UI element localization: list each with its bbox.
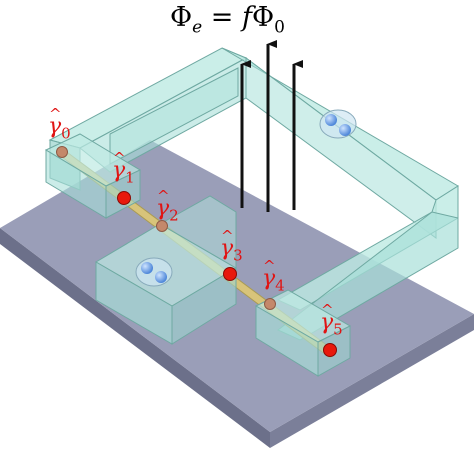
flux-arrows <box>240 40 303 212</box>
majorana-dot-4 <box>264 298 276 310</box>
flux-rhs-sub: 0 <box>274 17 285 38</box>
majorana-dot-5 <box>323 343 337 357</box>
majorana-dot-3 <box>223 267 237 281</box>
majorana-label-3-base: γ <box>220 229 234 260</box>
quantum-dot-pair-icon <box>319 109 357 139</box>
majorana-label-5-base: γ <box>320 303 334 334</box>
flux-lhs-symbol: Φ <box>170 2 193 33</box>
substrate-right-face <box>270 314 474 448</box>
majorana-dot-1 <box>117 191 131 205</box>
substrate-left-face <box>0 228 270 448</box>
majorana-label-0-index: 0 <box>61 124 71 143</box>
flux-lhs-sub: e <box>192 17 203 38</box>
flux-factor: f <box>242 2 252 33</box>
majorana-label-3: γ3 <box>220 229 243 265</box>
flux-rhs-symbol: Φ <box>252 2 275 33</box>
flux-equation: Φe = fΦ0 <box>170 2 350 42</box>
majorana-label-4: γ4 <box>262 259 285 295</box>
majorana-label-2-base: γ <box>156 189 170 220</box>
majorana-label-5-index: 5 <box>333 320 343 339</box>
majorana-modes <box>56 146 337 357</box>
majorana-label-3-index: 3 <box>233 246 243 265</box>
majorana-label-1: γ1 <box>112 151 135 187</box>
flux-equals: = <box>202 2 242 33</box>
majorana-label-0-base: γ <box>48 107 62 138</box>
majorana-label-2: γ2 <box>156 189 179 225</box>
majorana-label-4-base: γ <box>262 259 276 290</box>
majorana-dot-0 <box>56 146 68 158</box>
majorana-label-5: γ5 <box>320 303 343 339</box>
majorana-label-2-index: 2 <box>169 206 179 225</box>
majorana-label-0: γ0 <box>48 107 71 143</box>
majorana-label-1-index: 1 <box>125 168 135 187</box>
quantum-dot-pair-icon <box>135 257 173 287</box>
majorana-label-4-index: 4 <box>275 276 285 295</box>
majorana-label-1-base: γ <box>112 151 126 182</box>
